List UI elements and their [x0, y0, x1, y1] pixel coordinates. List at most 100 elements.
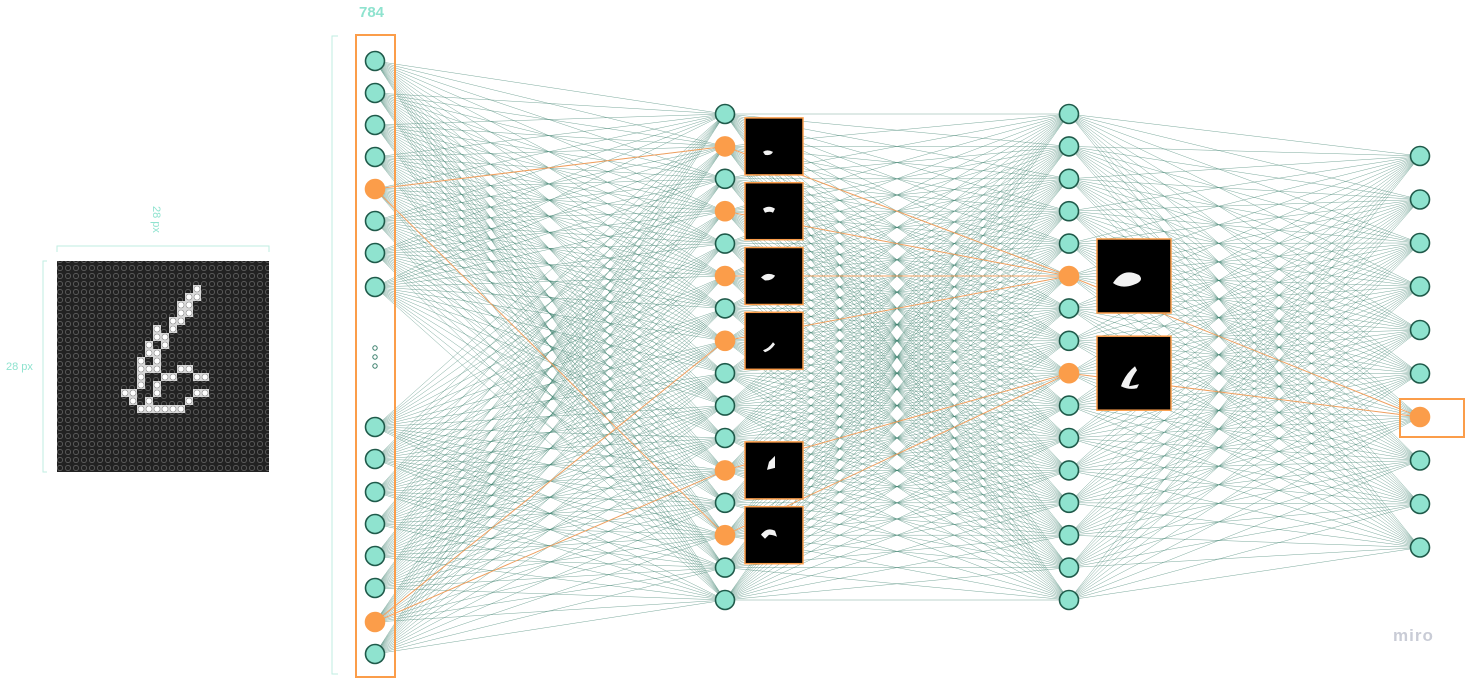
connection-line: [1068, 470, 1421, 505]
neuron: [1058, 589, 1080, 611]
digit-pixel-dot: [177, 365, 185, 373]
connection-line: [1068, 242, 1421, 536]
input-digit-image: [57, 261, 269, 472]
digit-pixel-dot: [137, 381, 145, 389]
active-neuron: [1058, 265, 1080, 287]
neuron: [364, 242, 386, 264]
connection-line: [374, 113, 726, 525]
digit-pixel-dot: [153, 405, 161, 413]
width-dimension-label: 28 px: [150, 206, 162, 233]
connection-line: [1068, 286, 1421, 439]
connection-line: [1068, 146, 1421, 461]
connection-line: [1068, 242, 1421, 503]
connection-line: [1068, 460, 1421, 471]
digit-pixel-dot: [129, 397, 137, 405]
connection-line: [1068, 547, 1421, 601]
digit-pixel-dot: [121, 389, 129, 397]
connection-line: [1068, 113, 1421, 374]
connection-line: [1068, 155, 1421, 180]
connection-line: [724, 405, 1070, 601]
digit-pixel-dot: [137, 373, 145, 381]
connection-line: [1068, 416, 1421, 568]
connection-line: [374, 210, 726, 288]
connection-line: [1068, 502, 1421, 548]
digit-pixel-dot: [185, 365, 193, 373]
connection-line: [1068, 178, 1421, 200]
connection-line: [374, 243, 726, 589]
connection-line: [1068, 242, 1421, 568]
digit-pixel-dot: [137, 365, 145, 373]
connection-line: [1068, 416, 1421, 536]
neuron: [1058, 460, 1080, 481]
active-neuron: [714, 200, 736, 222]
connection-line: [374, 146, 726, 589]
connection-line: [374, 113, 726, 623]
digit-pixel-dot: [153, 381, 161, 389]
neuron: [364, 210, 386, 232]
digit-pixel-dot: [169, 317, 177, 325]
connection-line: [374, 405, 726, 655]
connection-line: [1068, 460, 1421, 504]
connection-line: [1068, 155, 1421, 244]
connection-line: [1068, 146, 1421, 331]
connection-line: [374, 113, 726, 589]
neuron: [1409, 450, 1431, 471]
connection-line: [1068, 534, 1421, 548]
connection-line: [374, 275, 726, 589]
feature-maps: [744, 117, 1172, 565]
connection-line: [374, 587, 726, 601]
neuron: [714, 103, 736, 125]
feature-map-activation: [1113, 272, 1141, 287]
connection-line: [1068, 373, 1421, 504]
connection-line: [1068, 286, 1421, 568]
digit-pixel-dot: [153, 349, 161, 357]
connection-line: [1068, 146, 1421, 200]
digit-pixel-dot: [145, 397, 153, 405]
connection-line: [1068, 210, 1421, 287]
digit-pixel-dot: [193, 293, 201, 301]
neuron: [714, 168, 736, 190]
connection-line: [1068, 242, 1421, 601]
digit-six-strokes: [121, 285, 209, 413]
connection-line: [374, 146, 726, 288]
neuron: [1409, 493, 1431, 515]
connection-line: [724, 437, 1070, 601]
connection-line: [374, 502, 726, 655]
feature-map-activation: [761, 529, 777, 539]
connection-line: [1068, 199, 1421, 244]
feature-map-frame: [744, 117, 804, 176]
connection-line: [374, 470, 726, 655]
connection-line: [1068, 210, 1421, 244]
neuron: [714, 427, 736, 449]
connection-line: [374, 252, 726, 439]
connection-line: [1068, 503, 1421, 601]
connection-line: [374, 286, 726, 536]
feature-map-thumbnail: [744, 311, 804, 371]
connection-line: [1068, 178, 1421, 505]
connection-line: [374, 178, 726, 589]
connection-line: [1068, 470, 1421, 548]
feature-map-activation: [767, 455, 775, 470]
connection-line: [1068, 155, 1421, 601]
feature-map-thumbnail: [1096, 238, 1172, 314]
neuron: [714, 362, 736, 384]
neuron: [1058, 298, 1080, 319]
connection-line: [374, 113, 726, 428]
connection-line: [374, 146, 726, 254]
connection-line: [374, 252, 726, 342]
feature-map-thumbnail: [744, 505, 804, 565]
connection-line: [374, 243, 726, 655]
connection-line: [1068, 405, 1421, 461]
connection-line: [374, 275, 726, 288]
connection-line: [1068, 199, 1421, 503]
feature-map-thumbnail: [744, 181, 804, 241]
connection-line: [1068, 503, 1421, 568]
feature-map-thumbnail: [744, 117, 804, 176]
connection-line: [1068, 502, 1421, 505]
connection-line: [1068, 199, 1421, 536]
neuron: [714, 298, 736, 319]
connection-line: [1068, 199, 1421, 601]
connection-line: [1068, 373, 1421, 568]
feature-map-frame: [744, 441, 804, 500]
